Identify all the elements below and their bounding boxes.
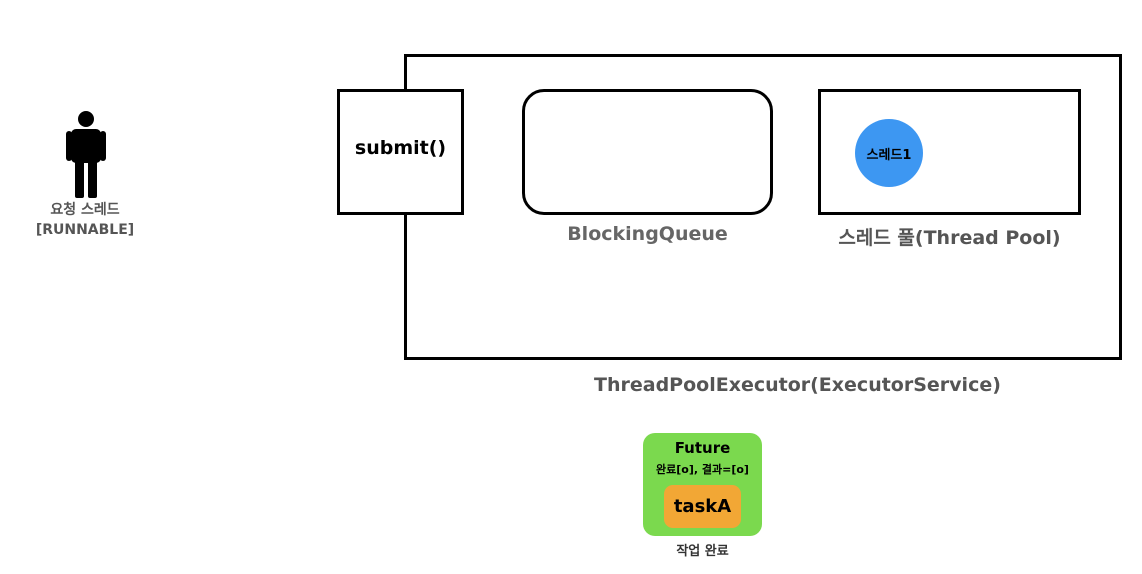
future-status: 완료[o], 결과=[o] <box>656 463 749 476</box>
thread-pool-label: 스레드 풀(Thread Pool) <box>838 227 1061 249</box>
submit-label: submit() <box>354 137 447 159</box>
submit-box: submit() <box>337 89 464 215</box>
blocking-queue-box <box>522 89 773 215</box>
task-label: taskA <box>673 496 732 517</box>
thread-node: 스레드1 <box>855 119 923 187</box>
requester-name: 요청 스레드 <box>50 202 120 218</box>
executor-label: ThreadPoolExecutor(ExecutorService) <box>594 374 1001 396</box>
task-box: taskA <box>664 485 741 528</box>
task-done-caption: 작업 완료 <box>676 544 729 559</box>
requester-state: [RUNNABLE] <box>35 222 135 238</box>
thread-label: 스레드1 <box>866 147 912 163</box>
blocking-queue-label: BlockingQueue <box>567 223 728 245</box>
person-icon <box>66 111 106 198</box>
requester-label: 요청 스레드 [RUNNABLE] <box>20 200 150 240</box>
future-title: Future <box>674 439 731 457</box>
